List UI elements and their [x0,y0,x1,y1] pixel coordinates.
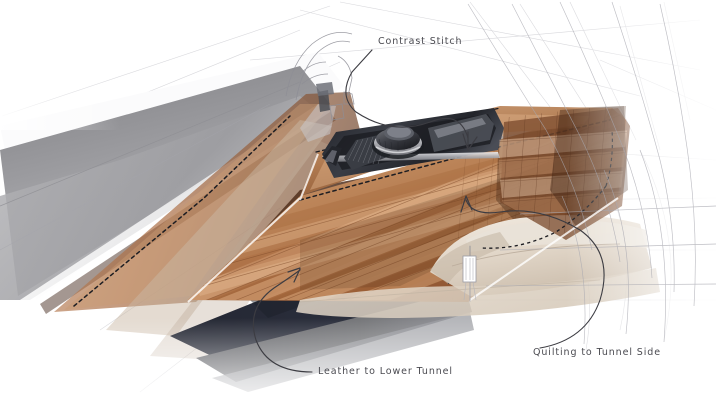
leader-quilting-tunnel-side [465,199,605,349]
annotation-quilting-to-tunnel-side: Quilting to Tunnel Side [533,347,661,358]
stitch-line-left-diagonal [73,115,291,307]
shifter-base [300,104,336,142]
annotation-labels: Contrast Stitch Leather to Lower Tunnel … [318,36,661,377]
annotation-leather-to-lower-tunnel: Leather to Lower Tunnel [318,366,453,377]
bottom-fade-overlay [0,318,500,414]
leader-contrast-stitch-curve [345,71,469,139]
arrowhead-contrast-stitch [462,133,478,151]
rotary-controller-knob[interactable] [372,125,424,160]
knob-knurl-lines [378,138,418,151]
leader-contrast-stitch [351,49,373,73]
construction-lines-foreground [467,1,717,345]
annotation-leaders [252,49,605,373]
knob-top-inner [387,126,411,138]
seat-cushion-crease-2 [299,279,601,303]
arrowhead-quilting-tunnel-side [460,195,473,213]
arrowhead-leather-lower-tunnel [287,267,301,283]
left-translucent-panel [106,120,332,336]
pencil-outline-upper [285,31,355,121]
dash-panel-split-2 [0,103,271,251]
dash-gray-facet [0,96,322,300]
console-trim-group [322,108,504,178]
dash-panel-split [0,81,301,207]
knob-base-highlight [375,146,421,154]
leader-leather-lower-tunnel [252,269,313,373]
annotation-contrast-stitch: Contrast Stitch [378,36,462,47]
left-fade-overlay [0,0,120,130]
shifter-knob [316,82,334,96]
left-leather-wall-light [64,104,330,310]
shifter-area-group [300,82,336,142]
console-left-switches [322,146,342,166]
console-switch-hl [434,118,486,138]
seat-swatch-tag [462,255,477,302]
leather-edge-highlights [187,153,619,303]
